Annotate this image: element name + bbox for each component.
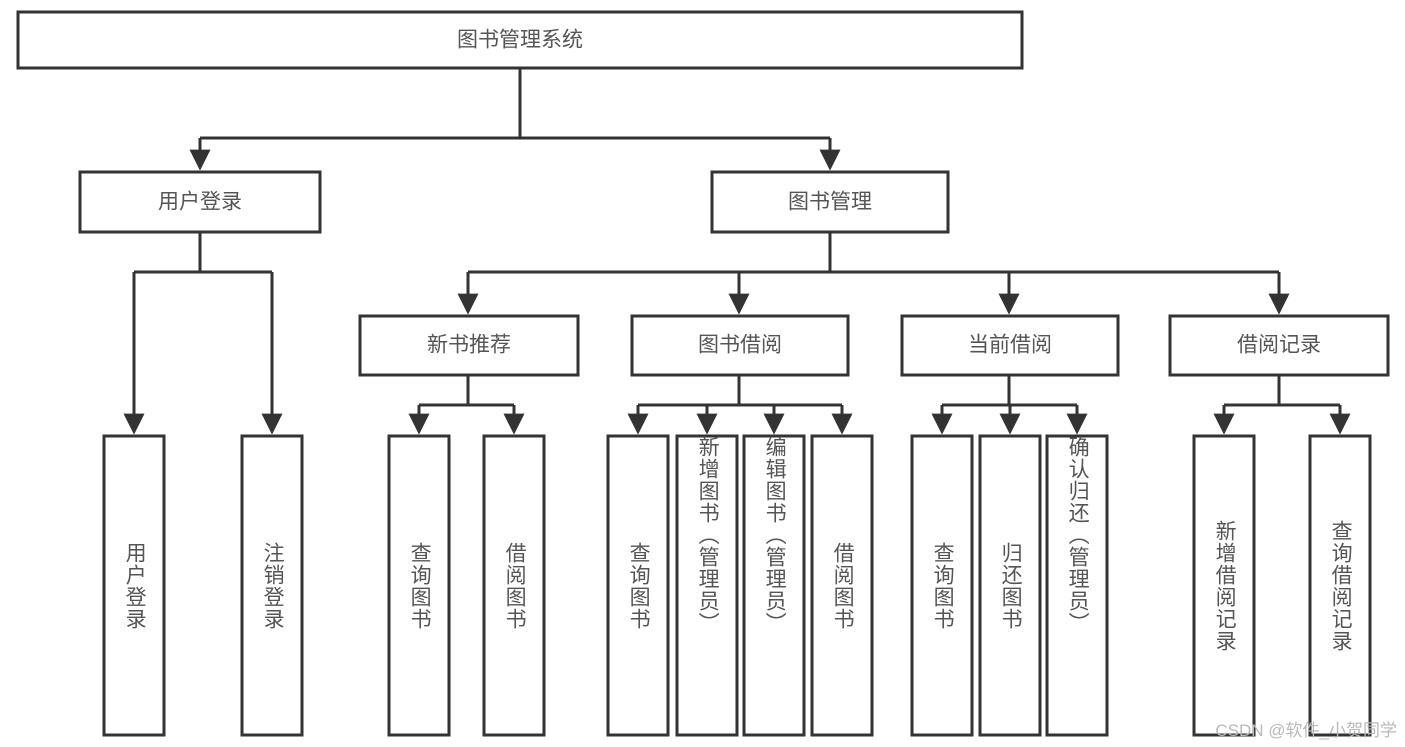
leaf-box-br-query-record[interactable]	[1308, 434, 1372, 737]
node-book-borrow[interactable]: 图书借阅	[630, 314, 850, 377]
node-root-label: 图书管理系统	[457, 29, 583, 52]
leaf-box-bb-query-book[interactable]	[606, 434, 670, 737]
node-new-book-recommend-label: 新书推荐	[427, 334, 511, 357]
node-user-login[interactable]: 用户登录	[78, 170, 322, 234]
leaf-box-bb-borrow-book[interactable]	[810, 434, 874, 737]
leaf-box-logout[interactable]	[240, 434, 304, 737]
node-user-login-box[interactable]	[78, 170, 322, 234]
leaf-box-nb-query-book[interactable]	[387, 434, 451, 737]
connector-group	[123, 68, 1351, 435]
node-root[interactable]: 图书管理系统	[16, 10, 1024, 70]
leaf-box-cb-return-book[interactable]	[978, 434, 1042, 737]
node-book-manage[interactable]: 图书管理	[710, 170, 950, 234]
node-borrow-record-label: 借阅记录	[1237, 334, 1321, 357]
leaf-box-cb-query-book[interactable]	[910, 434, 974, 737]
node-current-borrow[interactable]: 当前借阅	[900, 314, 1120, 377]
leaf-box-br-add-record[interactable]	[1192, 434, 1256, 737]
node-borrow-record-box[interactable]	[1168, 314, 1390, 377]
leaf-box-nb-borrow-book[interactable]	[482, 434, 546, 737]
node-current-borrow-label: 当前借阅	[968, 334, 1052, 357]
csdn-watermark: CSDN @软件_小贺同学	[1215, 721, 1397, 740]
node-book-manage-label: 图书管理	[788, 191, 872, 214]
node-book-manage-box[interactable]	[710, 170, 950, 234]
leaf-box-bb-edit-book[interactable]	[742, 434, 806, 737]
leaf-box-user-login[interactable]	[102, 434, 166, 737]
leaf-box-bb-add-book[interactable]	[675, 434, 739, 737]
node-current-borrow-box[interactable]	[900, 314, 1120, 377]
node-root-box[interactable]	[16, 10, 1024, 70]
node-user-login-label: 用户登录	[158, 191, 242, 214]
leaf-boxes	[102, 434, 1372, 737]
node-book-borrow-box[interactable]	[630, 314, 850, 377]
node-new-book-recommend-box[interactable]	[358, 314, 580, 377]
node-borrow-record[interactable]: 借阅记录	[1168, 314, 1390, 377]
node-book-borrow-label: 图书借阅	[698, 334, 782, 357]
leaf-box-cb-confirm-return[interactable]	[1045, 434, 1109, 737]
node-new-book-recommend[interactable]: 新书推荐	[358, 314, 580, 377]
